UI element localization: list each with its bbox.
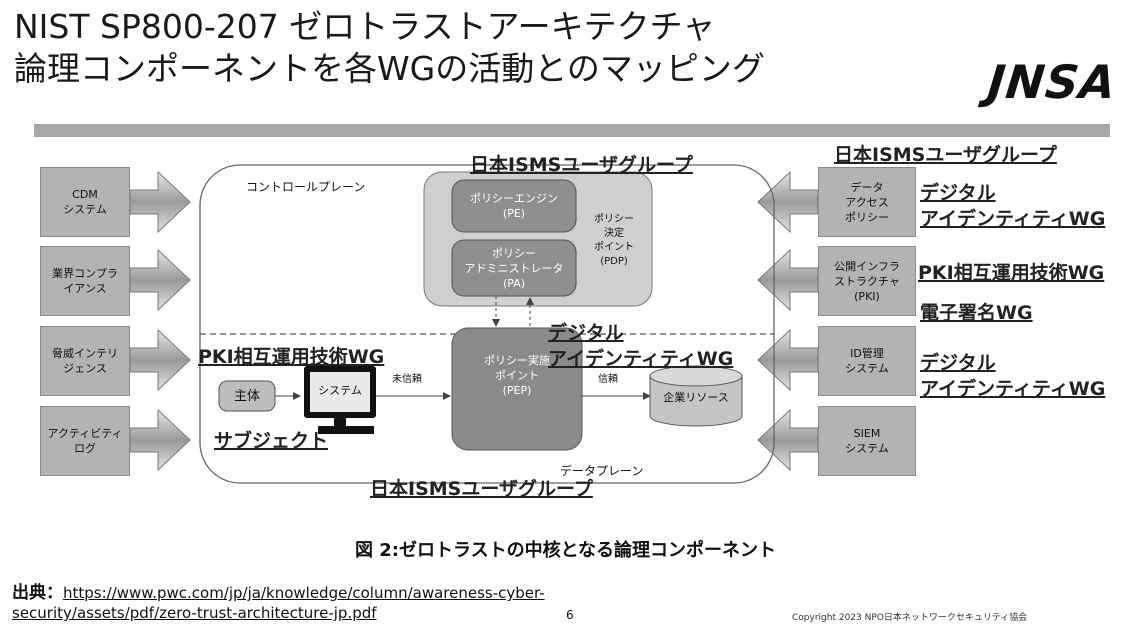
trusted-label: 信頼 xyxy=(598,374,618,385)
copyright-text: Copyright 2023 NPO日本ネットワークセキュリティ協会 xyxy=(792,613,1028,623)
title-line-1: NIST SP800-207 ゼロトラストアーキテクチャ xyxy=(14,7,716,46)
cdm-system-box: CDM システム xyxy=(40,167,130,237)
cdm-system-label: CDM システム xyxy=(63,188,107,216)
subject-label: 主体 xyxy=(233,388,260,404)
divider-bar xyxy=(34,124,1110,137)
left-arrows xyxy=(129,170,191,472)
industry-compliance-label: 業界コンプラ イアンス xyxy=(52,267,118,295)
id-management-box: ID管理 システム xyxy=(818,326,916,396)
wg-pki-center: PKI相互運用技術WG xyxy=(198,346,385,368)
wg-digital-id-right2-line1: デジタル xyxy=(920,352,996,374)
wg-digital-id-right2-line2: アイデンティティWG xyxy=(920,378,1106,400)
title-line-2: 論理コンポーネントを各WGの活動とのマッピング xyxy=(14,49,765,88)
subject-box: 主体 xyxy=(219,381,275,411)
siem-system-box: SIEM システム xyxy=(818,406,916,476)
wg-esign-right: 電子署名WG xyxy=(920,302,1033,324)
control-plane-label: コントロールプレーン xyxy=(246,180,366,194)
policy-enforcement-point-label: ポリシー実施 ポイント (PEP) xyxy=(484,353,550,397)
pki-box: 公開インフラ ストラクチャ (PKI) xyxy=(818,246,916,316)
activity-log-label: アクティビティ ログ xyxy=(47,427,123,455)
computer-icon xyxy=(304,366,376,434)
source-label: 出典： xyxy=(12,583,63,603)
siem-system-label: SIEM システム xyxy=(845,427,889,455)
wg-subject: サブジェクト xyxy=(214,430,329,452)
source-line-2: security/assets/pdf/zero-trust-architect… xyxy=(12,604,377,622)
pki-label: 公開インフラ ストラクチャ (PKI) xyxy=(834,259,900,303)
source-line-1: 出典：https://www.pwc.com/jp/ja/knowledge/c… xyxy=(12,578,545,603)
wg-isms-top-right: 日本ISMSユーザグループ xyxy=(834,144,1057,166)
industry-compliance-box: 業界コンプラ イアンス xyxy=(40,246,130,316)
wg-digital-id-center-line1: デジタル xyxy=(548,322,624,344)
policy-engine-label: ポリシーエンジン (PE) xyxy=(470,192,558,220)
activity-log-box: アクティビティ ログ xyxy=(40,406,130,476)
policy-engine: ポリシーエンジン (PE) xyxy=(452,180,576,232)
page-number: 6 xyxy=(566,608,574,622)
wg-isms-bottom: 日本ISMSユーザグループ xyxy=(370,478,593,500)
figure-caption: 図 2:ゼロトラストの中核となる論理コンポーネント xyxy=(354,540,777,561)
policy-decision-point-label: ポリシー 決定 ポイント (PDP) xyxy=(594,214,634,267)
wg-pki-right: PKI相互運用技術WG xyxy=(918,262,1105,284)
enterprise-resource-database-icon xyxy=(649,365,743,427)
policy-administrator: ポリシー アドミニストレータ (PA) xyxy=(452,240,576,296)
wg-digital-id-right1-line2: アイデンティティWG xyxy=(920,208,1106,230)
source-url-line-2[interactable]: security/assets/pdf/zero-trust-architect… xyxy=(12,604,377,622)
untrusted-label: 未信頼 xyxy=(392,374,422,385)
wg-digital-id-center-line2: アイデンティティWG xyxy=(548,348,734,370)
threat-intelligence-label: 脅威インテリ ジェンス xyxy=(52,347,118,375)
enterprise-resource-label: 企業リソース xyxy=(663,390,729,404)
policy-administrator-label: ポリシー アドミニストレータ (PA) xyxy=(464,246,564,290)
wg-digital-id-right1-line1: デジタル xyxy=(920,182,996,204)
system-label: システム xyxy=(318,383,362,397)
source-url-line-1[interactable]: https://www.pwc.com/jp/ja/knowledge/colu… xyxy=(63,584,545,602)
policy-enforcement-point: ポリシー実施 ポイント (PEP) xyxy=(452,340,582,410)
threat-intelligence-box: 脅威インテリ ジェンス xyxy=(40,326,130,396)
data-access-policy-label: データ アクセス ポリシー xyxy=(845,180,889,224)
wg-isms-top-center: 日本ISMSユーザグループ xyxy=(470,154,693,176)
right-arrows xyxy=(757,170,819,472)
id-management-label: ID管理 システム xyxy=(845,347,889,375)
data-plane-label: データプレーン xyxy=(560,464,644,478)
data-access-policy-box: データ アクセス ポリシー xyxy=(818,167,916,237)
